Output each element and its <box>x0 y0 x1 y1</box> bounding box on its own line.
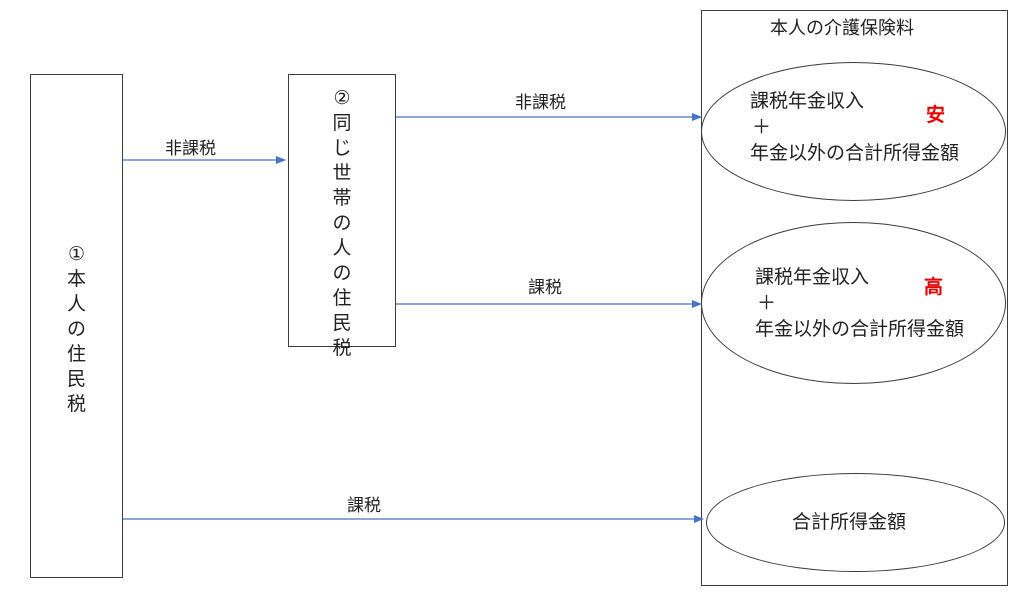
arrow3-label: 課税 <box>528 278 562 298</box>
arrow1-label: 非課税 <box>165 139 216 159</box>
arrow4-label: 課税 <box>347 496 381 516</box>
box1-char: 本 <box>66 268 86 290</box>
box1-char: 人 <box>66 293 86 315</box>
box2-char: 同 <box>332 112 352 134</box>
box1-char: 民 <box>66 368 86 390</box>
box2-char: 人 <box>332 237 352 259</box>
box2-char: 住 <box>332 287 352 309</box>
e1-plus: ＋ <box>752 116 772 138</box>
box2-char: じ <box>332 137 352 159</box>
premium-ellipse-total <box>706 473 1005 572</box>
e3-text: 合計所得金額 <box>792 511 907 533</box>
e2-line3: 年金以外の合計所得金額 <box>755 318 965 340</box>
e1-line1: 課税年金収入 <box>750 90 865 112</box>
box2-char: 税 <box>332 337 352 359</box>
e2-plus: ＋ <box>757 292 777 314</box>
e2-line1: 課税年金収入 <box>755 266 870 288</box>
box1-char: 税 <box>66 393 86 415</box>
premium-ellipse-low <box>701 62 1006 201</box>
box2-char: 世 <box>332 162 352 184</box>
box1-char: ① <box>67 243 86 265</box>
box2-char: ② <box>333 87 351 109</box>
household-residence-tax-box <box>288 74 396 347</box>
low-premium-badge: 安 <box>926 104 946 126</box>
box1-char: の <box>66 318 86 340</box>
high-premium-badge: 高 <box>924 276 944 298</box>
own-residence-tax-box <box>30 74 123 578</box>
e1-line3: 年金以外の合計所得金額 <box>750 142 960 164</box>
own-residence-tax-label: ① 本人の住民税 <box>30 242 123 417</box>
premium-panel-title: 本人の介護保険料 <box>770 18 914 39</box>
box2-char: 民 <box>332 312 352 334</box>
box2-char: 帯 <box>332 187 352 209</box>
box2-char: の <box>332 262 352 284</box>
box1-char: 住 <box>66 343 86 365</box>
box2-char: の <box>332 212 352 234</box>
arrow2-label: 非課税 <box>515 93 566 113</box>
premium-ellipse-high <box>701 222 1006 384</box>
